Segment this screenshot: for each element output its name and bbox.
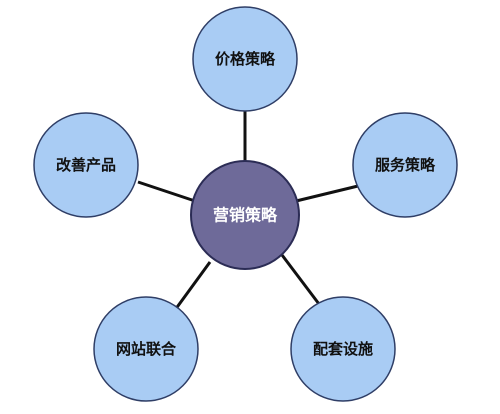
node-center: 营销策略: [190, 160, 300, 270]
node-right-label: 服务策略: [375, 156, 436, 174]
node-center-circle: [190, 160, 300, 270]
node-bottom-left-label: 网站联合: [116, 340, 177, 358]
node-bottom-right-label: 配套设施: [313, 340, 373, 358]
node-left: 改善产品: [33, 112, 139, 218]
connector-left: [137, 180, 199, 204]
node-top-label: 价格策略: [215, 50, 276, 68]
connector-bottom-right: [280, 254, 324, 309]
node-left-circle: [33, 112, 139, 218]
node-bottom-left-circle: [93, 296, 199, 402]
node-right-circle: [352, 112, 458, 218]
node-bottom-right-circle: [290, 296, 396, 402]
node-center-label: 营销策略: [213, 206, 278, 225]
connector-right: [291, 184, 359, 204]
node-right: 服务策略: [352, 112, 458, 218]
node-left-label: 改善产品: [56, 156, 116, 174]
node-top: 价格策略: [192, 6, 298, 112]
node-bottom-right: 配套设施: [290, 296, 396, 402]
connector-bottom-left: [173, 261, 212, 311]
node-bottom-left: 网站联合: [93, 296, 199, 402]
node-top-circle: [192, 6, 298, 112]
